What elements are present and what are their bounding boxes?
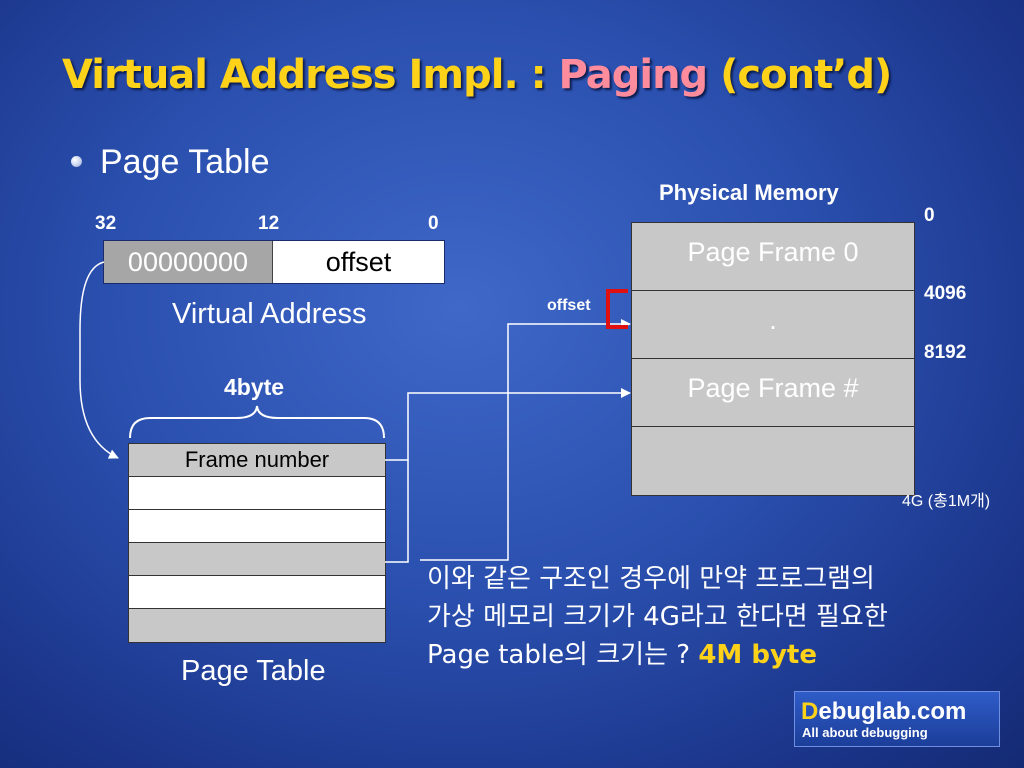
- bit-label-low: 0: [428, 213, 439, 234]
- offset-arrow-label: offset: [547, 297, 591, 314]
- answer-text: 4M byte: [698, 640, 817, 670]
- offset-field: offset: [272, 241, 444, 283]
- address-label: 4096: [924, 283, 967, 304]
- table-row: [129, 510, 385, 543]
- frame-to-memory-arrow: [385, 388, 631, 461]
- entry-size-brace: [129, 405, 385, 439]
- table-row-to-memory-line: [385, 460, 409, 563]
- va-to-table-arrow: [79, 261, 119, 459]
- physical-memory: Page Frame 0 . Page Frame #: [631, 222, 915, 496]
- offset-bracket: [606, 289, 628, 329]
- physical-memory-title: Physical Memory: [659, 180, 839, 205]
- page-table: Frame number: [128, 443, 386, 643]
- virtual-address-caption: Virtual Address: [172, 298, 367, 330]
- virtual-address-box: 00000000 offset: [103, 240, 445, 284]
- debuglab-logo: Debuglab.com All about debugging: [794, 691, 1000, 747]
- address-label: 8192: [924, 342, 967, 363]
- page-frame-row: Page Frame #: [632, 359, 914, 427]
- title-highlight: Paging: [558, 52, 709, 98]
- slide-title: Virtual Address Impl. : Paging (cont’d): [62, 52, 892, 98]
- page-table-header-row: Frame number: [129, 444, 385, 477]
- bullet-icon: [71, 156, 82, 167]
- offset-arrow: [420, 319, 631, 561]
- bullet-text: Page Table: [100, 143, 270, 181]
- memory-total-label: 4G (총1M개): [902, 493, 991, 510]
- page-number-field: 00000000: [104, 241, 272, 283]
- address-label: 0: [924, 205, 935, 226]
- question-text: 이와 같은 구조인 경우에 만약 프로그램의 가상 메모리 크기가 4G라고 한…: [427, 564, 888, 670]
- table-row: [129, 576, 385, 609]
- entry-size-label: 4byte: [224, 374, 285, 400]
- bit-label-high: 32: [95, 213, 117, 234]
- page-frame-row: [632, 427, 914, 495]
- page-table-caption: Page Table: [181, 655, 326, 687]
- table-row: [129, 609, 385, 642]
- bit-label-mid: 12: [258, 213, 280, 234]
- page-frame-row: Page Frame 0: [632, 223, 914, 291]
- table-row: [129, 543, 385, 576]
- table-row: [129, 477, 385, 510]
- page-frame-row: .: [632, 291, 914, 359]
